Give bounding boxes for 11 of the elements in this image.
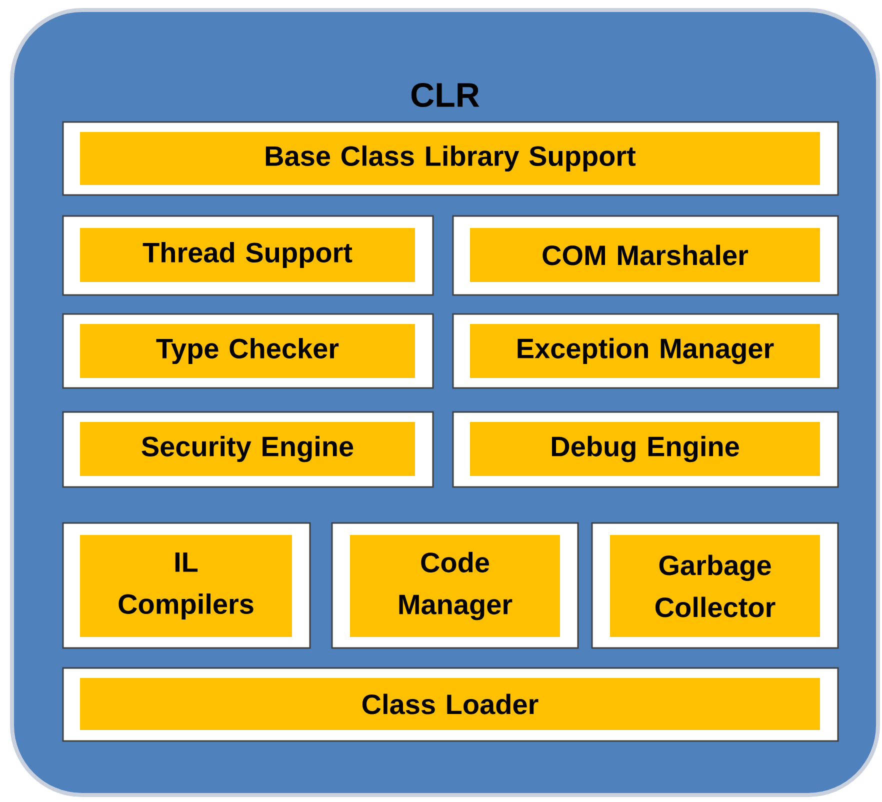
component-box: Security Engine: [80, 422, 415, 476]
component-box: Debug Engine: [470, 422, 820, 476]
component-box: Base Class Library Support: [80, 132, 820, 185]
component-box: Exception Manager: [470, 324, 820, 378]
component-box: IL Compilers: [80, 535, 292, 637]
component-box: Type Checker: [80, 324, 415, 378]
component-box: Thread Support: [80, 228, 415, 282]
component-box: Code Manager: [350, 535, 560, 637]
component-box: COM Marshaler: [470, 228, 820, 282]
component-box: Class Loader: [80, 678, 820, 730]
component-box: Garbage Collector: [610, 535, 820, 637]
